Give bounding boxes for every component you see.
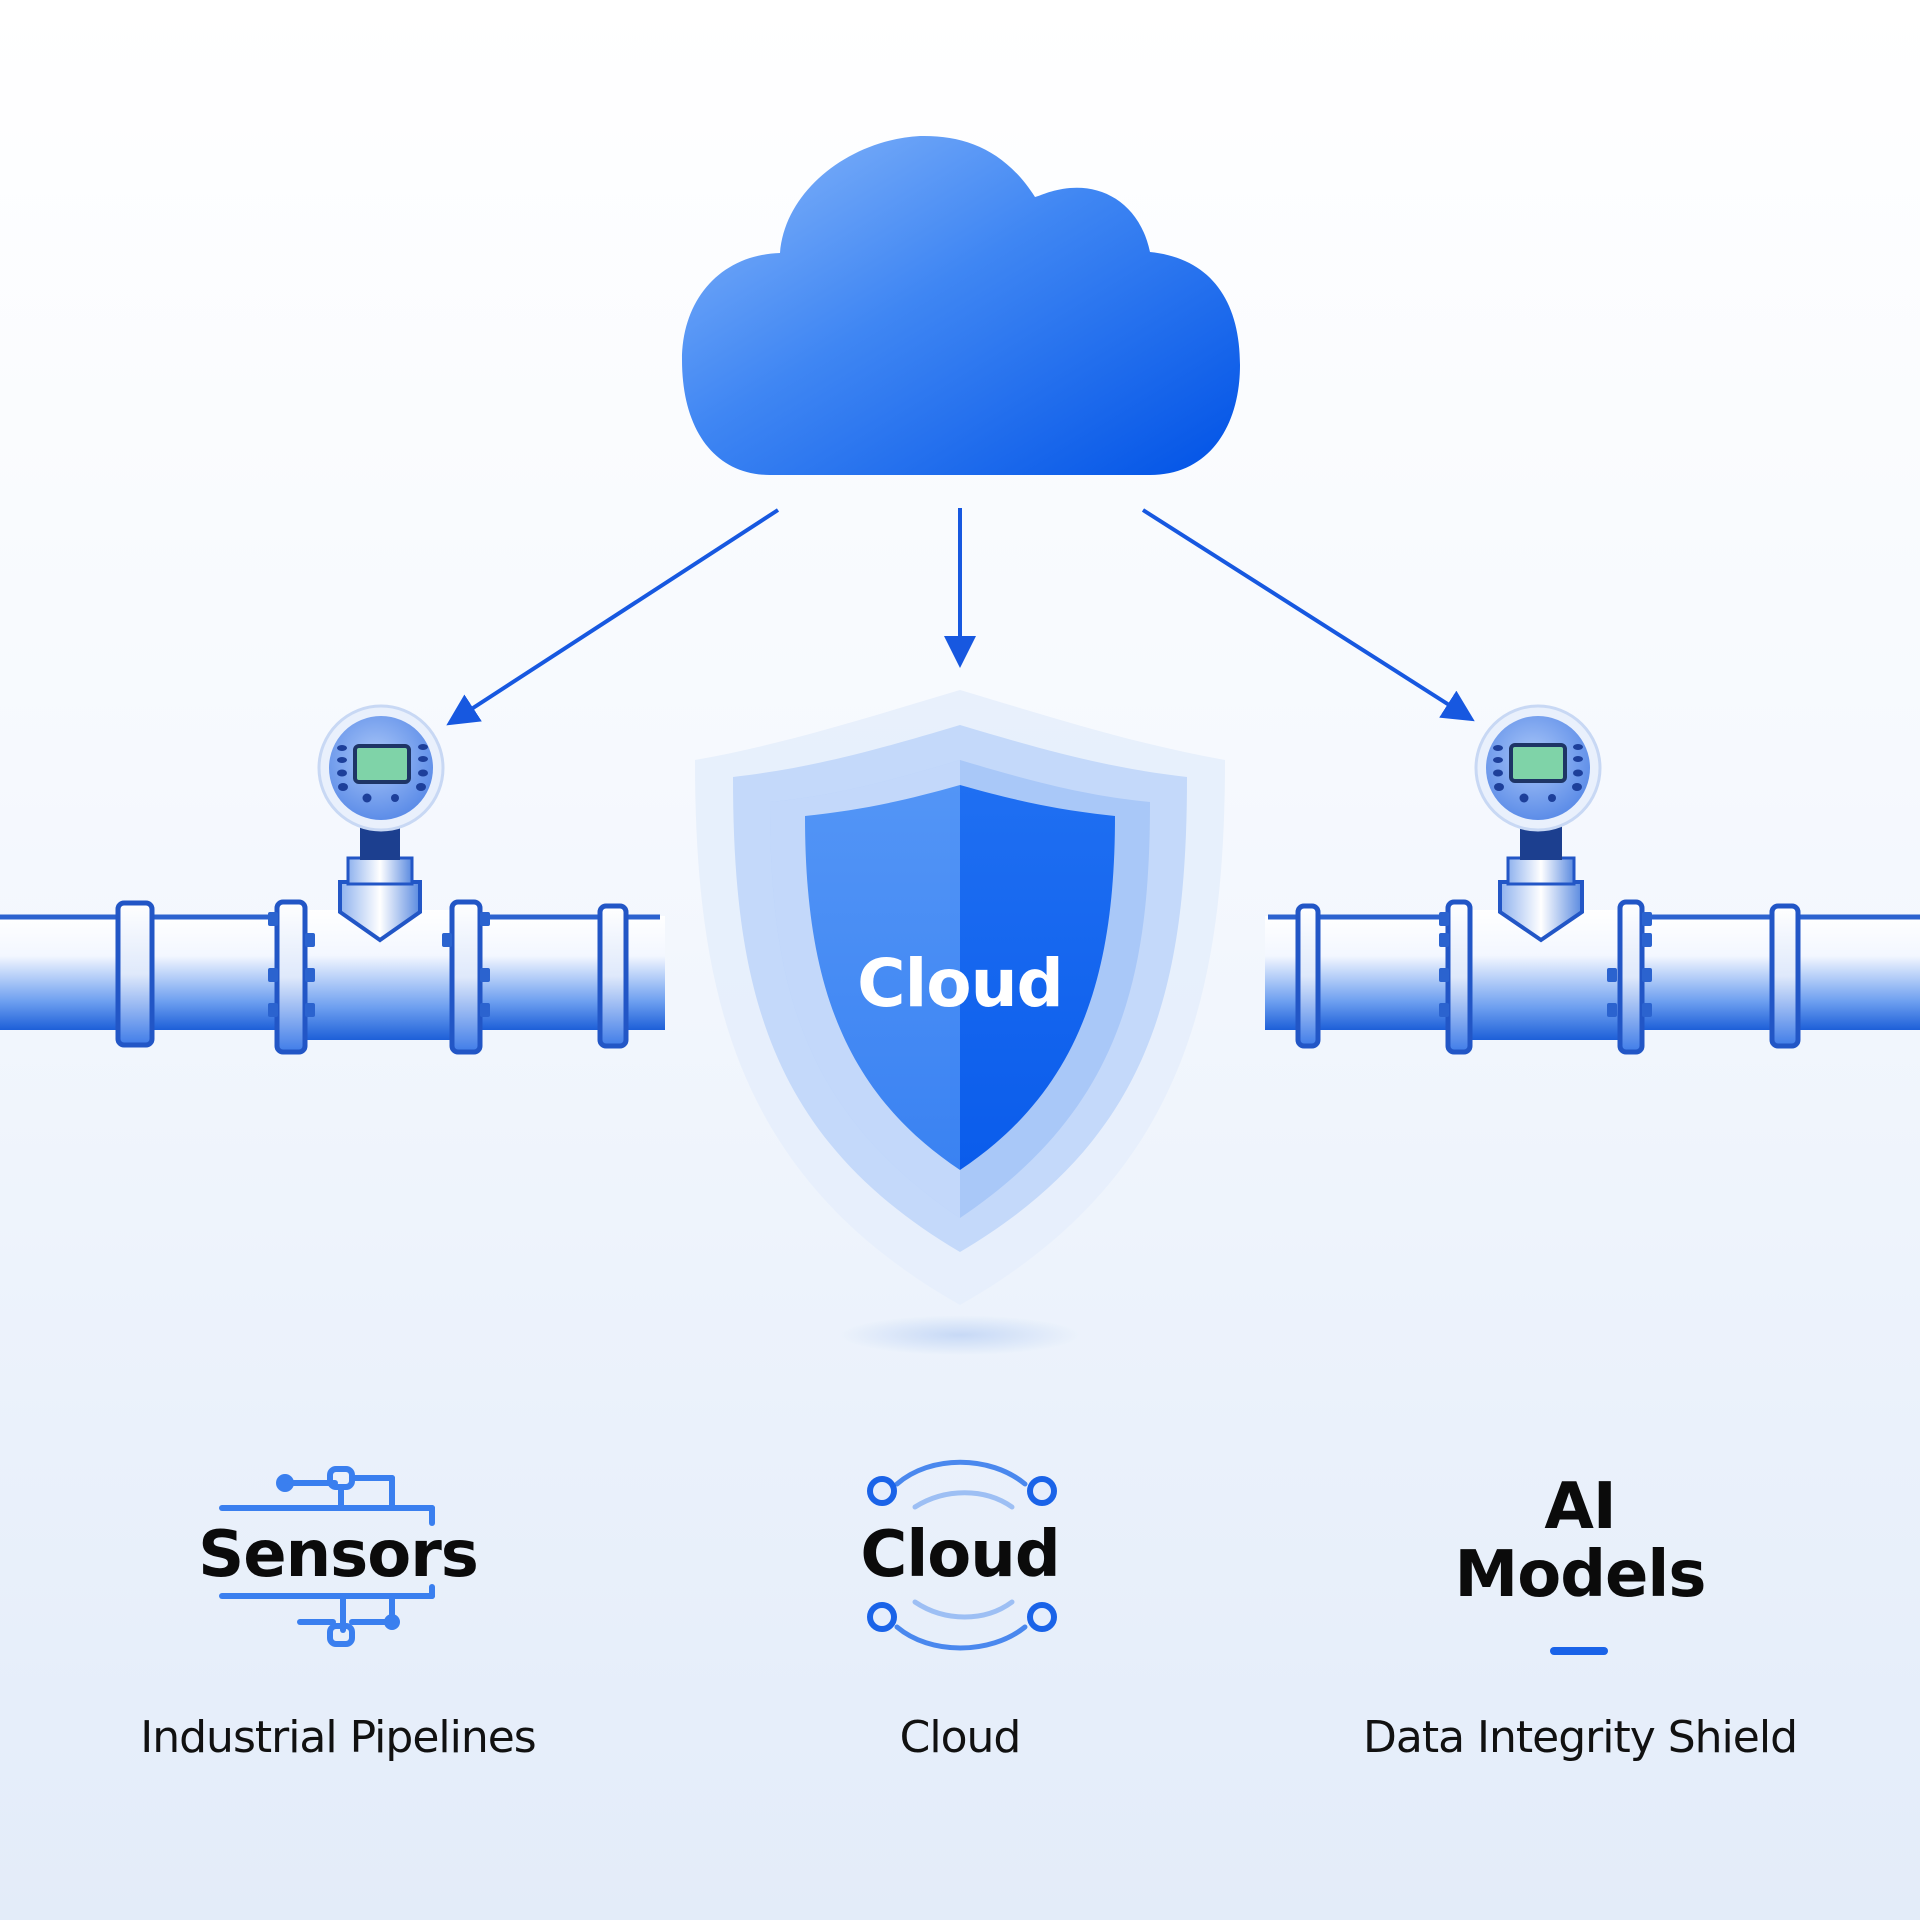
sensor-gauge-right <box>1474 704 1602 832</box>
shield-shadow <box>840 1315 1080 1355</box>
sensor-screen <box>1509 743 1567 783</box>
data-integrity-shield <box>695 690 1225 1355</box>
sensor-gauge-left <box>317 704 445 832</box>
dash-icon <box>1550 1647 1608 1655</box>
sensor-screen <box>353 744 411 784</box>
shield-label: Cloud <box>857 945 1064 1022</box>
column-subtitle-industrial-pipelines: Industrial Pipelines <box>140 1712 536 1763</box>
column-title-cloud: Cloud <box>860 1518 1060 1592</box>
arrow-to-left-sensor <box>446 508 780 726</box>
column-subtitle-data-integrity-shield: Data Integrity Shield <box>1362 1712 1798 1763</box>
pipeline-right <box>1265 825 1920 1055</box>
cloud-icon <box>682 135 1240 475</box>
column-subtitle-cloud: Cloud <box>899 1712 1022 1763</box>
arrow-to-right-sensor <box>1141 508 1475 722</box>
column-title-ai-line2: Models <box>1454 1538 1707 1612</box>
network-arcs-icon <box>867 1459 1057 1651</box>
column-title-ai-line1: AI <box>1544 1470 1616 1544</box>
pipeline-left <box>0 825 665 1055</box>
column-title-sensors: Sensors <box>198 1518 479 1592</box>
circuit-icon <box>219 1466 435 1647</box>
